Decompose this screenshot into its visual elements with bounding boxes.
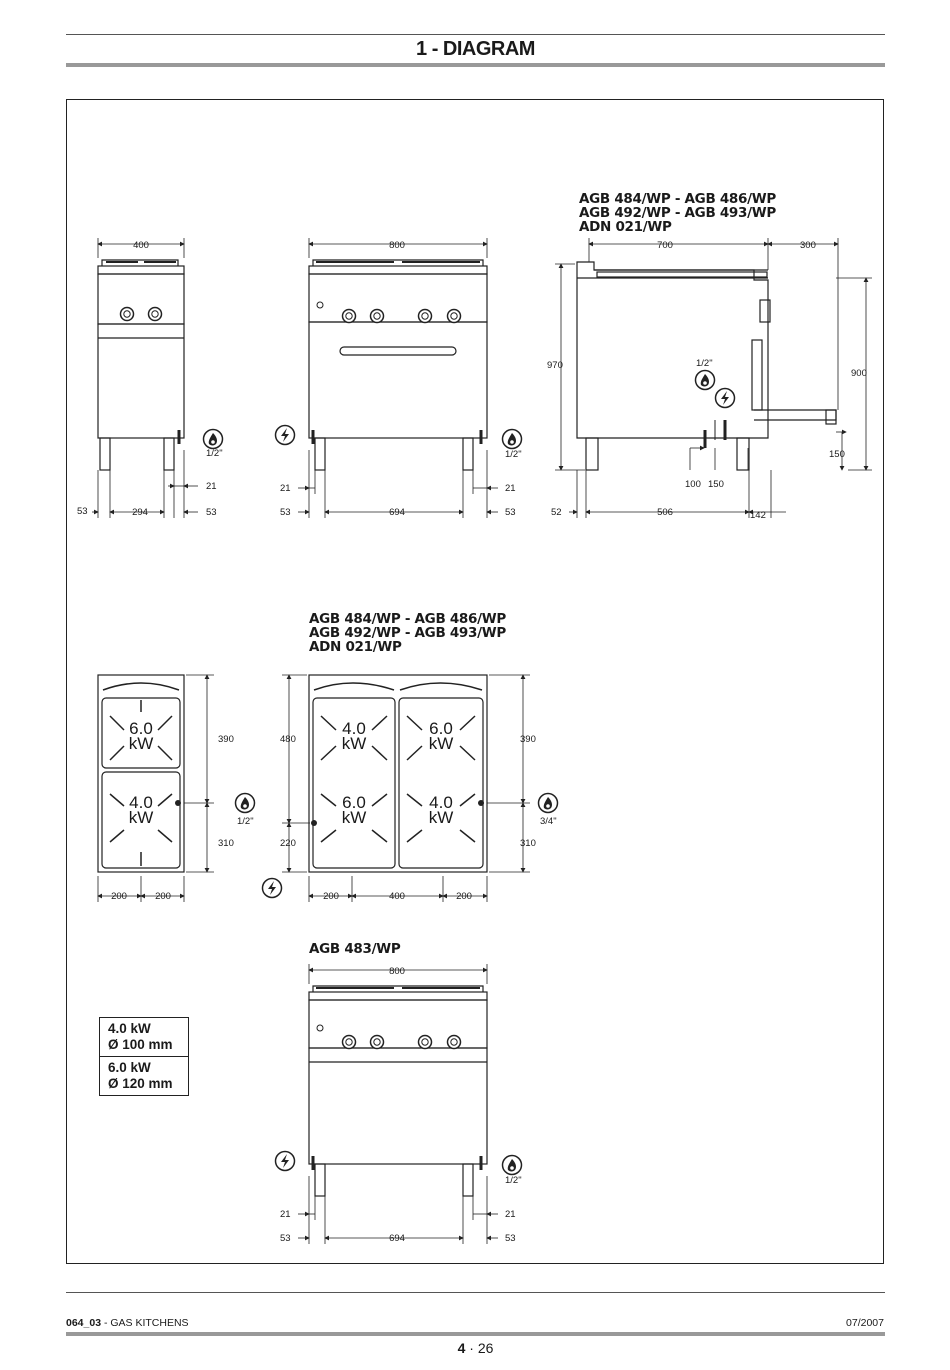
svg-text:21: 21: [206, 481, 217, 492]
footer-date: 07/2007: [846, 1317, 884, 1329]
page-number: 4 · 26: [457, 1340, 494, 1356]
side-view: [576, 261, 837, 471]
svg-text:900: 900: [851, 368, 867, 379]
svg-text:970: 970: [547, 360, 563, 371]
svg-text:4.0: 4.0: [429, 793, 453, 812]
svg-text:200: 200: [323, 891, 339, 902]
knob-icon: [446, 1034, 462, 1050]
top-view-800: [308, 674, 488, 873]
svg-text:kW: kW: [129, 808, 154, 827]
svg-text:53: 53: [206, 507, 217, 518]
svg-text:kW: kW: [429, 734, 454, 753]
svg-text:kW: kW: [342, 808, 367, 827]
svg-text:21: 21: [280, 1209, 291, 1220]
svg-text:390: 390: [520, 734, 536, 745]
svg-text:700: 700: [657, 240, 673, 251]
svg-text:200: 200: [456, 891, 472, 902]
svg-text:142: 142: [750, 510, 766, 521]
svg-text:310: 310: [520, 838, 536, 849]
svg-text:53: 53: [505, 507, 516, 518]
svg-text:53: 53: [77, 506, 88, 517]
svg-text:100: 100: [685, 479, 701, 490]
svg-text:694: 694: [389, 507, 405, 518]
gas-inlet-icon: [537, 792, 559, 814]
svg-text:390: 390: [218, 734, 234, 745]
knob-icon: [446, 308, 462, 324]
knob-icon: [147, 306, 163, 322]
svg-text:4.0: 4.0: [129, 793, 153, 812]
svg-text:21: 21: [505, 1209, 516, 1220]
svg-text:400: 400: [389, 891, 405, 902]
model-label-open-base: AGB 483/WP: [309, 941, 401, 957]
knob-icon: [341, 1034, 357, 1050]
svg-text:400: 400: [133, 240, 149, 251]
gas-inlet-icon: [234, 792, 256, 814]
svg-text:200: 200: [111, 891, 127, 902]
svg-text:200: 200: [155, 891, 171, 902]
burner-legend: 4.0 kW Ø 100 mm 6.0 kW Ø 120 mm: [99, 1017, 189, 1096]
knob-icon: [417, 1034, 433, 1050]
footer-doc-code: 064_03 - GAS KITCHENS: [66, 1317, 189, 1329]
front-view-400: [97, 259, 185, 471]
svg-text:21: 21: [505, 483, 516, 494]
knob-icon: [369, 1034, 385, 1050]
page-title: 1 - DIAGRAM: [416, 38, 535, 60]
svg-text:21: 21: [280, 483, 291, 494]
svg-text:52: 52: [551, 507, 562, 518]
knob-icon: [417, 308, 433, 324]
knob-icon: [369, 308, 385, 324]
svg-text:1/2": 1/2": [696, 358, 713, 369]
gas-inlet-icon: [501, 1154, 523, 1176]
electric-connection-icon: [261, 877, 283, 899]
electric-connection-icon: [274, 1150, 296, 1172]
header-rule: [66, 34, 885, 35]
svg-text:kW: kW: [342, 734, 367, 753]
knob-icon: [119, 306, 135, 322]
svg-text:1/2": 1/2": [505, 449, 522, 460]
svg-text:150: 150: [829, 449, 845, 460]
electric-connection-icon: [714, 387, 736, 409]
svg-text:506: 506: [657, 507, 673, 518]
svg-text:kW: kW: [429, 808, 454, 827]
model-label-side: AGB 484/WP - AGB 486/WP AGB 492/WP - AGB…: [579, 191, 776, 235]
front-view-800: [308, 259, 488, 471]
svg-text:310: 310: [218, 838, 234, 849]
svg-text:800: 800: [389, 966, 405, 977]
svg-text:1/2": 1/2": [505, 1175, 522, 1186]
svg-text:150: 150: [708, 479, 724, 490]
header-bar: [66, 63, 885, 67]
svg-text:6.0: 6.0: [342, 793, 366, 812]
svg-text:3/4": 3/4": [540, 816, 557, 827]
svg-text:294: 294: [132, 507, 148, 518]
svg-text:800: 800: [389, 240, 405, 251]
svg-text:480: 480: [280, 734, 296, 745]
svg-text:694: 694: [389, 1233, 405, 1244]
legend-row-6kw: 6.0 kW Ø 120 mm: [100, 1056, 188, 1095]
gas-inlet-icon: [202, 428, 224, 450]
legend-row-4kw: 4.0 kW Ø 100 mm: [108, 1021, 173, 1052]
front-view-open-base: [308, 985, 488, 1197]
svg-text:1/2": 1/2": [237, 816, 254, 827]
model-label-top: AGB 484/WP - AGB 486/WP AGB 492/WP - AGB…: [309, 611, 506, 655]
diagram-frame: [66, 99, 884, 1264]
knob-icon: [341, 308, 357, 324]
svg-text:6.0: 6.0: [129, 719, 153, 738]
svg-text:53: 53: [280, 507, 291, 518]
svg-text:53: 53: [280, 1233, 291, 1244]
svg-text:kW: kW: [129, 734, 154, 753]
electric-connection-icon: [274, 424, 296, 446]
footer-rule: [66, 1292, 885, 1293]
svg-text:300: 300: [800, 240, 816, 251]
top-view-400: [97, 674, 185, 873]
svg-text:53: 53: [505, 1233, 516, 1244]
svg-text:4.0: 4.0: [342, 719, 366, 738]
svg-text:220: 220: [280, 838, 296, 849]
svg-text:1/2": 1/2": [206, 448, 223, 459]
svg-text:6.0: 6.0: [429, 719, 453, 738]
gas-inlet-icon: [501, 428, 523, 450]
footer-bar: [66, 1332, 885, 1336]
gas-inlet-icon: [694, 369, 716, 391]
